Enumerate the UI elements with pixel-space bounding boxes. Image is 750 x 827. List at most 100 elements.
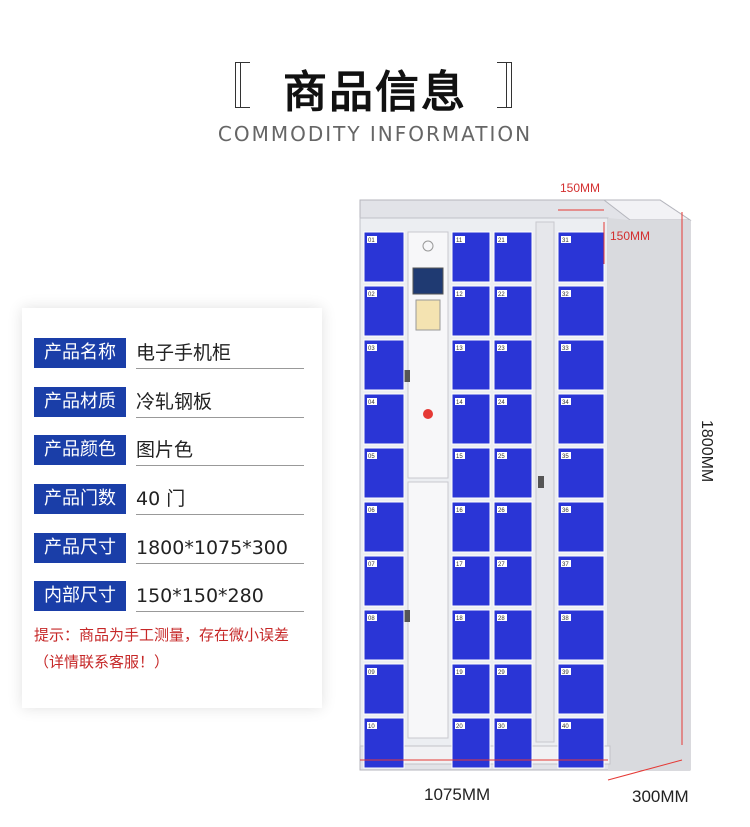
locker-number: 05 <box>368 454 375 460</box>
locker-number-tag <box>561 668 571 675</box>
locker-number: 33 <box>562 346 569 352</box>
locker-number: 24 <box>498 400 505 406</box>
locker-number-tag <box>561 398 571 405</box>
locker-number: 10 <box>368 724 375 730</box>
lock-handle <box>538 476 544 488</box>
spec-label: 产品门数 <box>34 484 126 514</box>
spec-value: 150*150*280 <box>136 581 304 612</box>
spec-value: 1800*1075*300 <box>136 533 304 564</box>
spec-panel: 产品名称 电子手机柜 产品材质 冷轧钢板 产品颜色 图片色 产品门数 40 门 … <box>22 308 322 708</box>
spec-row: 产品尺寸 1800*1075*300 <box>34 533 304 564</box>
spec-label: 产品颜色 <box>34 435 126 465</box>
locker-number-tag <box>497 614 507 621</box>
locker-number: 01 <box>368 238 375 244</box>
locker-number-tag <box>497 560 507 567</box>
page-title: 商品信息 <box>283 67 467 118</box>
locker-number-tag <box>455 236 465 243</box>
locker-number: 16 <box>456 508 463 514</box>
locker-number-tag <box>497 668 507 675</box>
locker-number-tag <box>561 560 571 567</box>
locker-door <box>363 393 405 445</box>
storage-door-large <box>407 481 449 739</box>
locker-number: 04 <box>368 400 375 406</box>
dim-label-depth: 300MM <box>632 787 689 806</box>
locker-number-tag <box>455 290 465 297</box>
spec-row: 产品名称 电子手机柜 <box>34 338 304 369</box>
locker-number: 38 <box>562 616 569 622</box>
locker-number: 15 <box>456 454 463 460</box>
locker-number: 09 <box>368 670 375 676</box>
spec-row: 产品颜色 图片色 <box>34 435 304 466</box>
spec-value: 40 门 <box>136 484 304 515</box>
locker-number: 39 <box>562 670 569 676</box>
locker-number: 23 <box>498 346 505 352</box>
spec-value: 电子手机柜 <box>136 338 304 369</box>
locker-number: 26 <box>498 508 505 514</box>
locker-number: 36 <box>562 508 569 514</box>
locker-number: 03 <box>368 346 375 352</box>
spec-value: 冷轧钢板 <box>136 387 304 418</box>
header: 商品信息 COMMODITY INFORMATION <box>0 0 750 160</box>
locker-number: 20 <box>456 724 463 730</box>
locker-number-tag <box>455 560 465 567</box>
dim-label-door-width: 150MM <box>560 181 600 195</box>
locker-number-tag <box>455 452 465 459</box>
locker-number: 22 <box>498 292 505 298</box>
locker-number: 31 <box>562 238 569 244</box>
locker-number-tag <box>367 398 377 405</box>
locker-number: 40 <box>562 724 569 730</box>
locker-number: 18 <box>456 616 463 622</box>
lock-handle <box>404 610 410 622</box>
locker-number-tag <box>561 290 571 297</box>
locker-door <box>557 609 605 661</box>
locker-number-tag <box>367 560 377 567</box>
locker-number: 34 <box>562 400 569 406</box>
locker-number: 11 <box>456 238 463 244</box>
locker-number: 06 <box>368 508 375 514</box>
locker-number-tag <box>497 236 507 243</box>
locker-number: 02 <box>368 292 375 298</box>
locker-number-tag <box>561 452 571 459</box>
locker-number-tag <box>497 290 507 297</box>
locker-number-tag <box>497 722 507 729</box>
locker-number-tag <box>497 452 507 459</box>
spec-label: 产品尺寸 <box>34 533 126 563</box>
locker-number-tag <box>367 290 377 297</box>
locker-number: 37 <box>562 562 569 568</box>
divider-panel <box>535 221 555 743</box>
locker-number-tag <box>561 722 571 729</box>
locker-number-tag <box>561 506 571 513</box>
locker-number-tag <box>497 344 507 351</box>
camera-icon <box>422 240 434 252</box>
emergency-button <box>423 409 433 419</box>
locker-number: 08 <box>368 616 375 622</box>
locker-number-tag <box>561 614 571 621</box>
locker-number: 32 <box>562 292 569 298</box>
spec-value: 图片色 <box>136 435 304 466</box>
locker-number-tag <box>561 236 571 243</box>
keypad <box>415 299 441 331</box>
dim-label-width: 1075MM <box>424 785 490 804</box>
locker-number: 25 <box>498 454 505 460</box>
locker-number: 12 <box>456 292 463 298</box>
locker-number: 35 <box>562 454 569 460</box>
locker-number-tag <box>561 344 571 351</box>
locker-number-tag <box>497 398 507 405</box>
dim-line-depth <box>607 759 683 781</box>
locker-number-tag <box>367 344 377 351</box>
locker-number: 29 <box>498 670 505 676</box>
locker-number-tag <box>497 506 507 513</box>
locker-number-tag <box>455 668 465 675</box>
spec-row: 产品门数 40 门 <box>34 484 304 515</box>
measurement-note: 提示：商品为手工测量，存在微小误差（详情联系客服！） <box>34 626 290 671</box>
spec-label: 产品材质 <box>34 387 126 417</box>
dim-label-door-height: 150MM <box>610 229 650 243</box>
screen-display <box>412 267 444 295</box>
locker-number: 07 <box>368 562 375 568</box>
locker-number-tag <box>367 614 377 621</box>
locker-number: 14 <box>456 400 463 406</box>
lock-handle <box>404 370 410 382</box>
locker-number-tag <box>367 452 377 459</box>
locker-number: 27 <box>498 562 505 568</box>
locker-number-tag <box>455 506 465 513</box>
